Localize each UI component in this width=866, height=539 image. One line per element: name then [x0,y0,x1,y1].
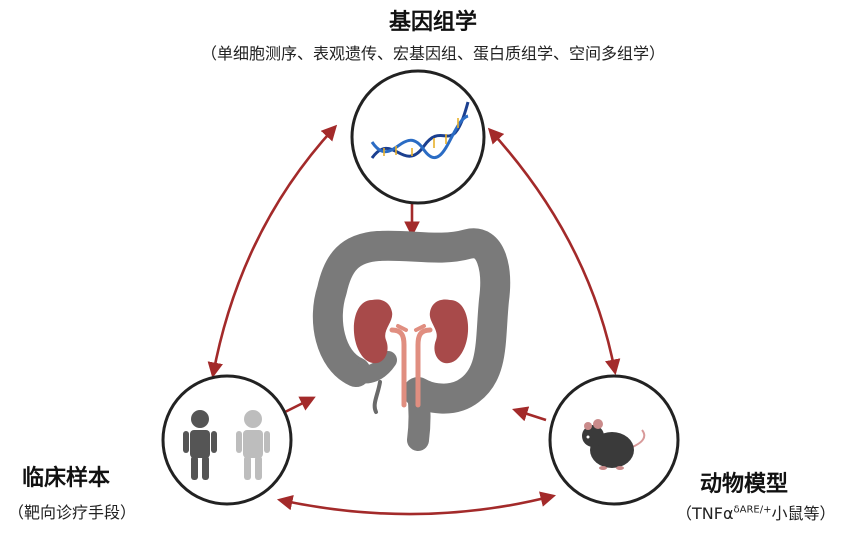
clinical-samples-subtitle: （靶向诊疗手段） [8,503,137,522]
arrow-clinical-center [284,396,316,414]
intestine-icon [312,228,511,451]
arrow-genomics-animal [487,127,621,376]
kidney-icon-right [429,299,469,364]
genomics-subtitle: （单细胞测序、表观遗传、宏基因组、蛋白质组学、空间多组学） [200,44,665,63]
person-icon-light [236,410,270,480]
animal-node [548,374,680,506]
arrow-animal-center [512,406,547,422]
genomics-title: 基因组学 [388,10,477,35]
clinical-node [161,374,293,506]
animal-model-title: 动物模型 [700,472,789,497]
dna-icon [370,101,470,160]
kidney-icon-left [353,299,393,364]
mouse-icon [582,419,646,470]
connecting-arrows [207,124,621,516]
animal-model-subtitle: （TNFαδARE/+小鼠等） [676,504,836,523]
clinical-samples-title: 临床样本 [22,466,111,491]
intestine-kidney-illustration [312,228,511,451]
person-icon-dark [183,410,217,480]
genomics-node [350,69,486,205]
arrow-clinical-animal [276,491,557,516]
arrow-genomics-clinical [207,124,338,379]
ureter-icon [389,324,433,408]
